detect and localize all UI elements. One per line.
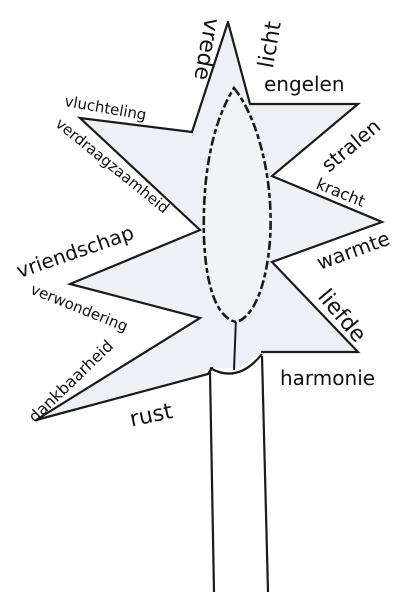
word-harmonie: harmonie xyxy=(280,368,375,388)
word-engelen: engelen xyxy=(264,74,345,94)
candle-right-edge xyxy=(262,356,268,592)
candle-left-edge xyxy=(210,372,214,592)
